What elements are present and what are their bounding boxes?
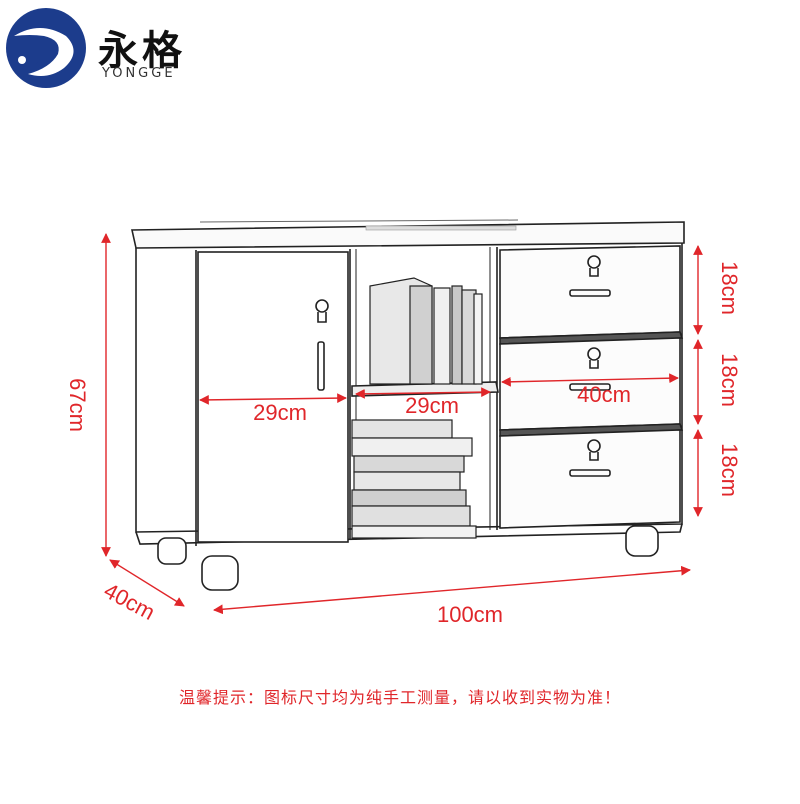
width-line	[213, 565, 691, 615]
drawer-1-height-label: 18cm	[717, 261, 742, 315]
door-width-line	[199, 393, 347, 405]
width-label: 100cm	[437, 602, 503, 627]
dimension-lines	[101, 233, 703, 615]
drawer-width-line	[501, 373, 679, 387]
door-lock-icon	[315, 299, 329, 323]
brand-name-cn: 永格	[98, 27, 186, 74]
door-handle	[317, 341, 325, 391]
door-width-label: 29cm	[253, 400, 307, 425]
drawer-3	[499, 429, 681, 529]
shelf-width-line	[355, 387, 491, 399]
height-label: 67cm	[65, 378, 90, 432]
shelf-width-label: 29cm	[405, 393, 459, 418]
drawer-3-height-label: 18cm	[717, 443, 742, 497]
drawer-2-height-label: 18cm	[717, 353, 742, 407]
brand-name-en: YONGGE	[102, 66, 176, 81]
books-upper	[369, 277, 483, 385]
measurement-notice: 温馨提示：图标尺寸均为纯手工测量，请以收到实物为准！	[178, 688, 621, 707]
books-lower	[351, 419, 477, 539]
drawer-width-label: 40cm	[577, 382, 631, 407]
cabinet-door	[197, 251, 349, 543]
drawer-1	[499, 245, 684, 345]
brand-logo-icon	[6, 8, 86, 88]
depth-line	[109, 559, 185, 607]
cabinet-top	[131, 221, 685, 249]
